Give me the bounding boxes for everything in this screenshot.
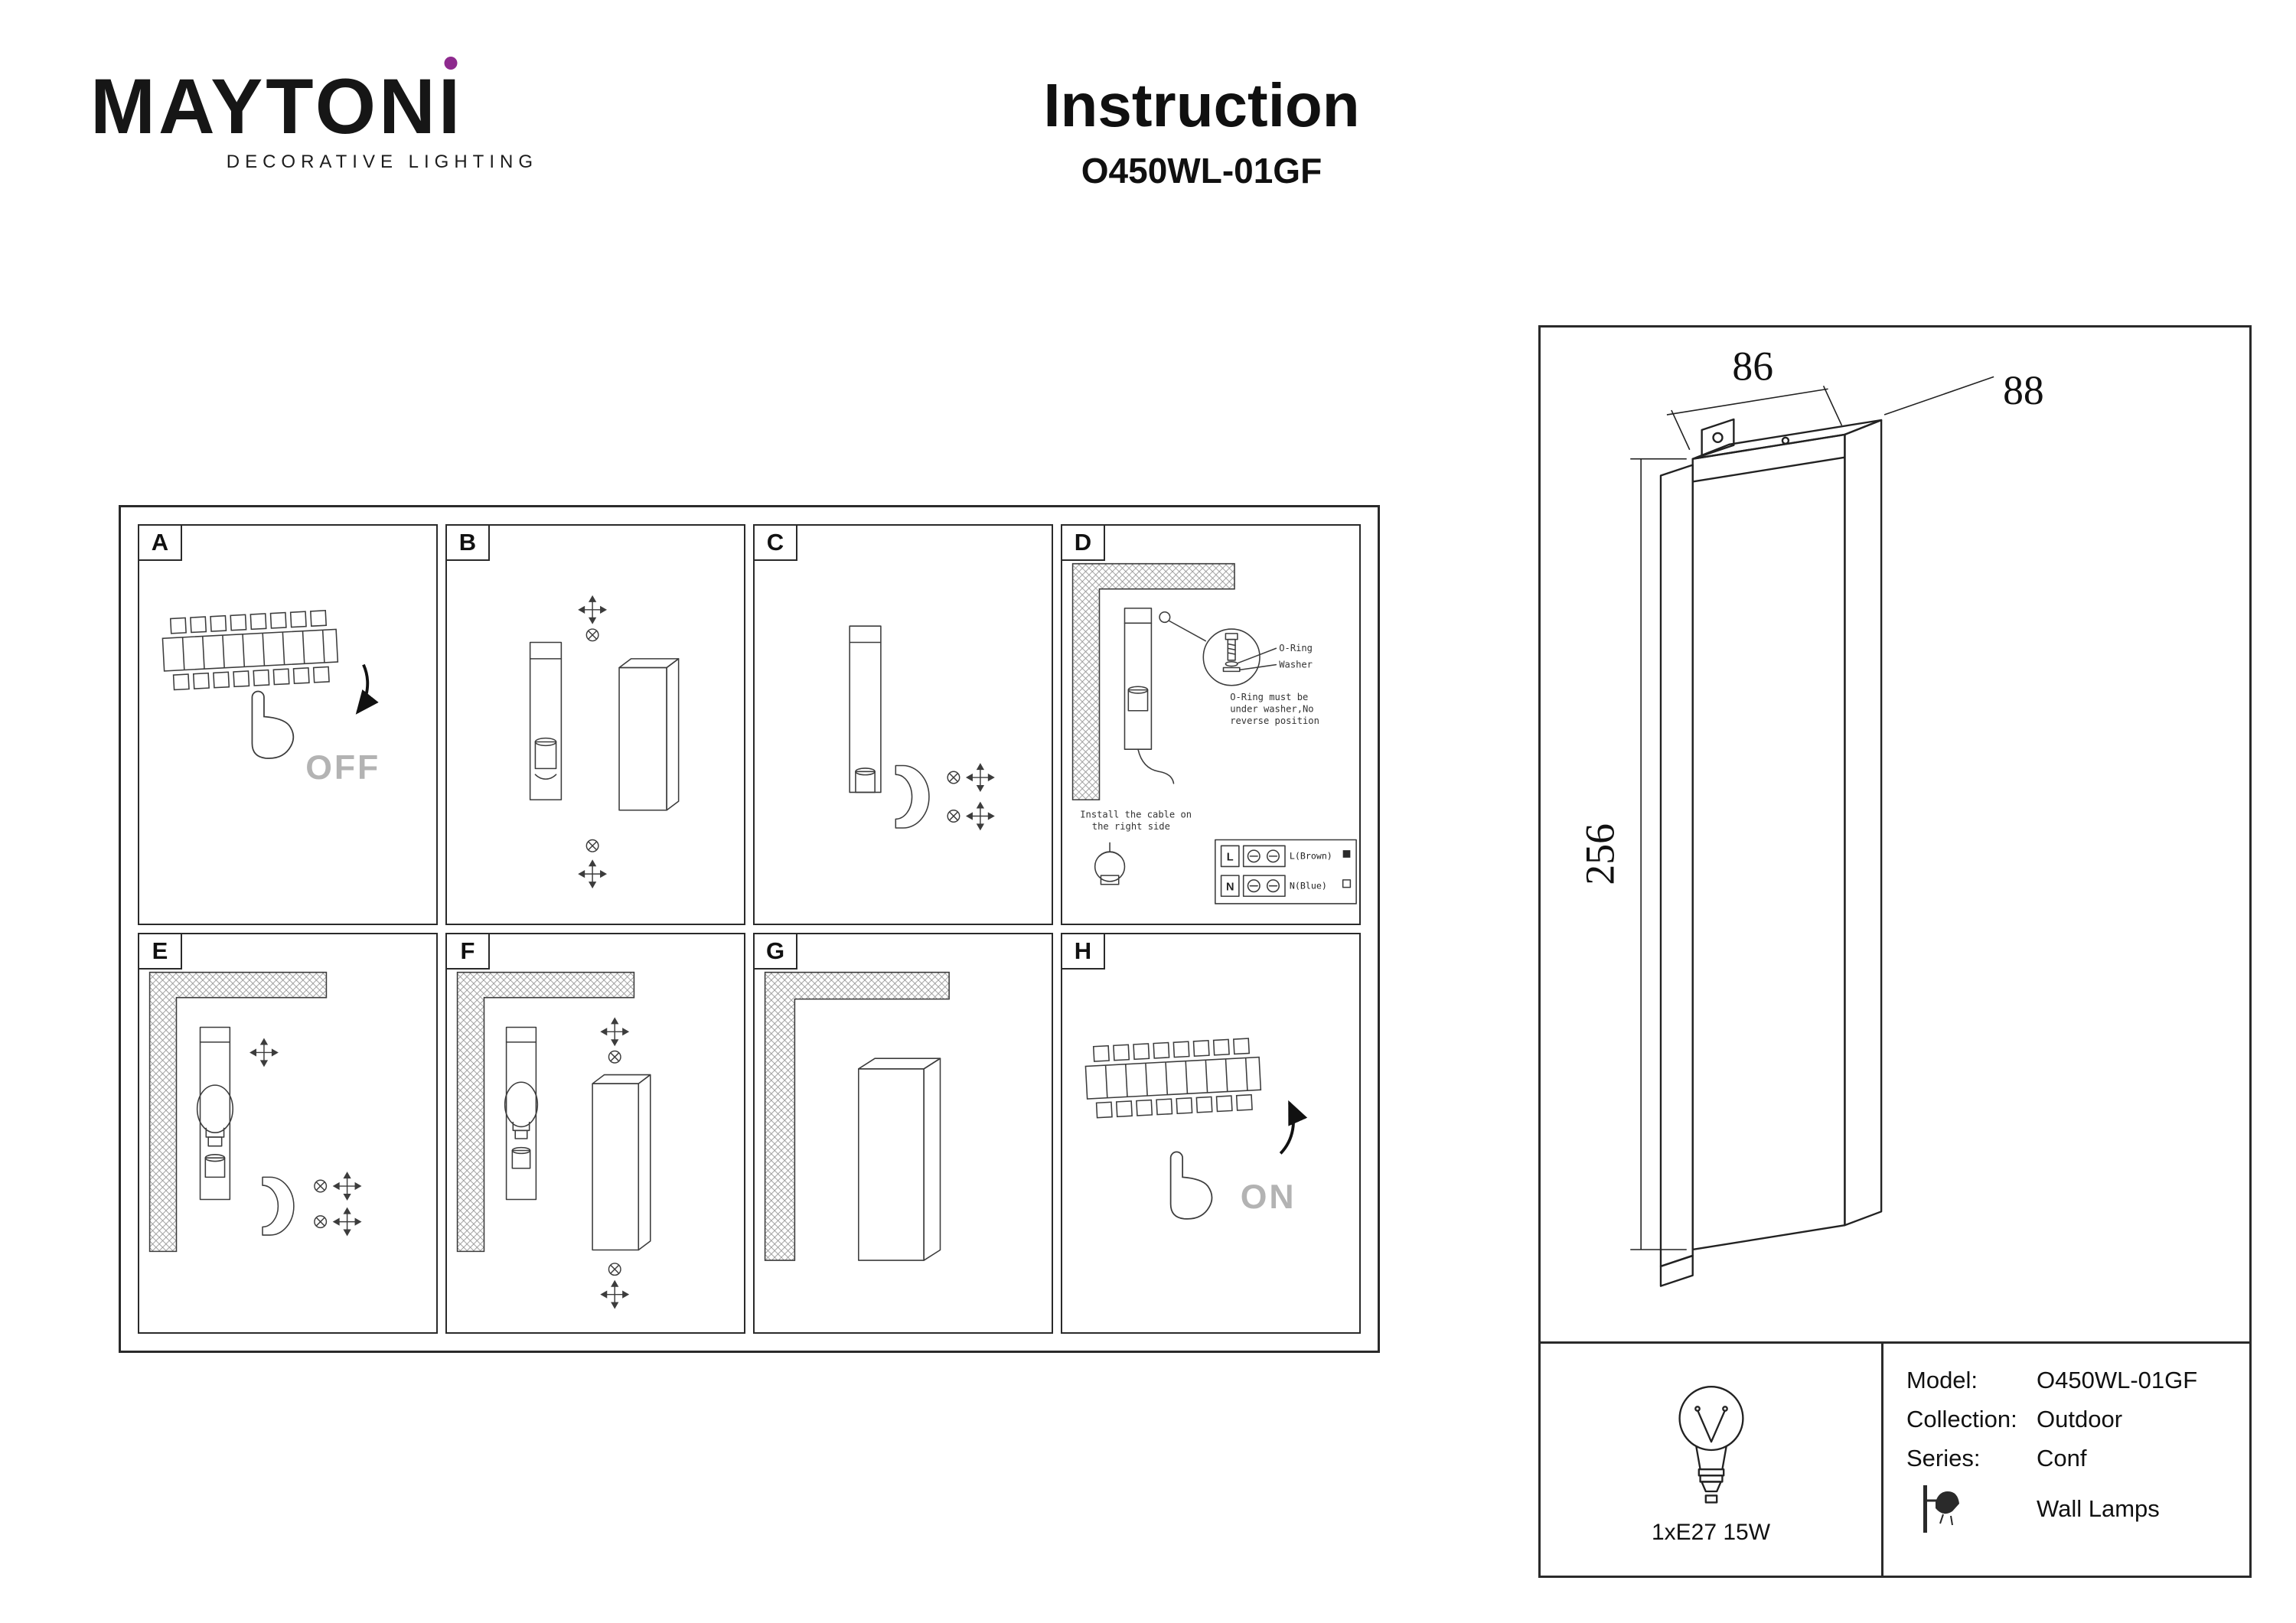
brand-tagline: DECORATIVE LIGHTING — [226, 152, 538, 172]
dimension-height: 256 — [1577, 823, 1623, 885]
step-panel-c: C — [753, 524, 1053, 925]
step-c-illustration — [849, 625, 995, 830]
category-value: Wall Lamps — [2037, 1495, 2160, 1522]
step-label-h: H — [1062, 934, 1105, 970]
logo-letter-i: I — [439, 57, 463, 145]
step-e-illustration — [148, 971, 361, 1253]
step-label-c: C — [755, 526, 797, 561]
step-g-illustration — [764, 971, 950, 1261]
title-block: Instruction O450WL-01GF — [895, 70, 1508, 191]
step-panel-f: F — [445, 933, 745, 1334]
step-h-illustration: ON — [1084, 1037, 1308, 1220]
field-row-series: Series: Conf — [1906, 1445, 2249, 1472]
bulb-icon — [1678, 1385, 1744, 1504]
step-label-e: E — [139, 934, 182, 970]
cable-note-line2: the right side — [1092, 821, 1170, 832]
collection-value: Outdoor — [2037, 1406, 2123, 1432]
field-row-collection: Collection: Outdoor — [1906, 1406, 2249, 1433]
step-label-g: G — [755, 934, 797, 970]
lamp-body-drawing — [1659, 418, 1883, 1287]
oring-note-line1: O-Ring must be — [1230, 692, 1308, 702]
oring-note-line3: reverse position — [1230, 715, 1319, 726]
dimension-width: 86 — [1732, 343, 1773, 389]
model-number: O450WL-01GF — [1081, 151, 1322, 191]
step-label-a: A — [139, 526, 182, 561]
spec-area: 1xE27 15W Model: O450WL-01GF Collection:… — [1541, 1344, 2249, 1576]
product-panel: 86 88 256 — [1538, 325, 2252, 1578]
dimension-depth: 88 — [2003, 367, 2044, 413]
terminal-n-label: N — [1226, 881, 1234, 893]
step-panel-a: A OFF — [138, 524, 438, 925]
model-label: Model: — [1906, 1367, 1978, 1393]
brand-logo: MAYTONI — [90, 57, 538, 145]
live-wire-label: L(Brown) — [1290, 851, 1332, 862]
field-row-model: Model: O450WL-01GF — [1906, 1367, 2249, 1394]
wall-hatch — [148, 971, 328, 1253]
oring-label: O-Ring — [1279, 643, 1313, 653]
power-on-text: ON — [1241, 1178, 1296, 1216]
neutral-wire-label: N(Blue) — [1290, 881, 1327, 891]
dimension-drawing-area: 86 88 256 — [1541, 328, 2249, 1344]
step-label-b: B — [447, 526, 490, 561]
step-panel-e: E — [138, 933, 438, 1334]
logo-text: MAYTON — [90, 63, 439, 150]
step-d-illustration: O-Ring Washer O-Ring must be under washe… — [1071, 562, 1357, 904]
dimension-lines — [1630, 376, 1994, 1250]
product-fields: Model: O450WL-01GF Collection: Outdoor S… — [1883, 1344, 2249, 1576]
cable-mount-sketch — [1094, 842, 1126, 885]
bulb-spec-cell: 1xE27 15W — [1541, 1344, 1883, 1576]
collection-label: Collection: — [1906, 1406, 2017, 1432]
oring-note-line2: under washer,No — [1230, 704, 1313, 715]
model-value: O450WL-01GF — [2037, 1367, 2198, 1393]
wall-hatch — [1071, 562, 1235, 800]
terminal-l-label: L — [1227, 852, 1234, 864]
step-panel-h: H ON — [1061, 933, 1361, 1334]
step-a-illustration: OFF — [161, 609, 380, 787]
step-b-illustration — [529, 595, 680, 888]
cable-note-line1: Install the cable on — [1080, 809, 1192, 820]
brand-block: MAYTONI DECORATIVE LIGHTING — [90, 57, 538, 173]
wall-hatch — [764, 971, 950, 1261]
page-title: Instruction — [1043, 71, 1360, 139]
step-panel-g: G — [753, 933, 1053, 1334]
step-panel-b: B — [445, 524, 745, 925]
lamp-dimension-drawing: 86 88 256 — [1577, 343, 2044, 1287]
washer-label: Washer — [1279, 659, 1313, 670]
step-label-d: D — [1062, 526, 1105, 561]
step-f-illustration — [456, 971, 651, 1309]
wall-hatch — [456, 971, 635, 1253]
terminal-diagram: L L(Brown) N N(Blue) — [1215, 839, 1357, 904]
series-label: Series: — [1906, 1445, 1981, 1471]
logo-dot-icon — [444, 57, 458, 70]
field-row-category: Wall Lamps — [1906, 1484, 2249, 1534]
wall-lamp-icon — [1919, 1484, 1965, 1534]
step-panel-d: D — [1061, 524, 1361, 925]
step-label-f: F — [447, 934, 490, 970]
series-value: Conf — [2037, 1445, 2087, 1471]
power-off-text: OFF — [305, 749, 380, 787]
bulb-spec-label: 1xE27 15W — [1651, 1519, 1771, 1545]
installation-steps-panel: A OFF B — [119, 505, 1380, 1353]
